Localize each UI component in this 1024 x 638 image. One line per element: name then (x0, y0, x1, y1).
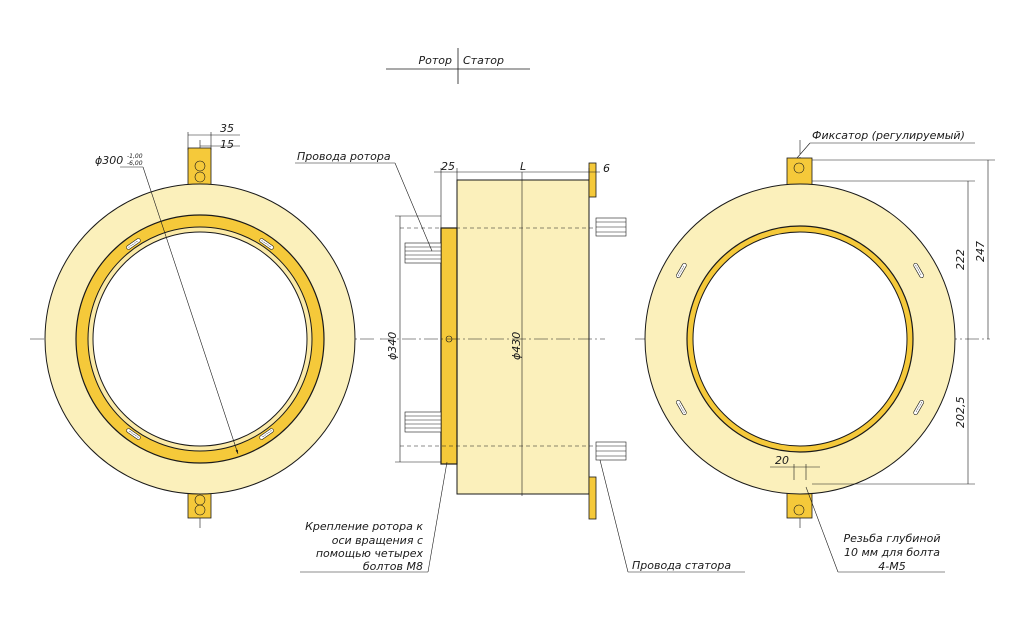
rotor-face-view: 35 15 ϕ300 -1,00 -6,00 (30, 122, 375, 530)
dim-35: 35 (220, 122, 234, 135)
stator-wire-bundle-top (595, 217, 627, 237)
dim-20: 20 (775, 454, 789, 467)
rotor-wire-bundle-bottom (404, 411, 442, 433)
rotor-label: Ротор (419, 54, 453, 67)
rotor-stator-header: Ротор Статор (386, 48, 530, 84)
thread-line-3: 4-M5 (878, 560, 905, 573)
dim-202-5: 202,5 (954, 397, 967, 429)
dia-300-tol-lower: -6,00 (127, 160, 143, 167)
top-fixing-tab (187, 147, 212, 187)
stator-flange-side (588, 162, 597, 198)
stator-face-view: Фиксатор (регулируемый) 222 247 202,5 20… (635, 129, 995, 573)
stator-mounting-slots (676, 263, 924, 415)
stator-wire-bundle-bottom (595, 441, 627, 461)
dim-247: 247 (974, 241, 987, 262)
dim-15: 15 (220, 138, 234, 151)
side-view: 25 L 6 ϕ340 ϕ430 Провода ротора Креплени… (295, 150, 745, 573)
stator-wires-label: Провода статора (632, 559, 731, 572)
rotor-wire-bundle-top (404, 242, 442, 264)
dim-25: 25 (441, 160, 455, 173)
dia-300: ϕ300 (95, 154, 123, 167)
rotor-mount-line-2: оси вращения с (332, 534, 423, 547)
rotor-wires-label: Провода ротора (297, 150, 391, 163)
dia-340: ϕ340 (386, 332, 399, 360)
rotor-mount-line-1: Крепление ротора к (305, 520, 423, 533)
stator-body-side (456, 179, 590, 495)
rotor-mount-line-4: болтов M8 (363, 560, 423, 573)
dim-6: 6 (603, 162, 610, 175)
dia-430: ϕ430 (510, 332, 523, 360)
mounting-slots (126, 238, 274, 440)
thread-line-2: 10 мм для болта (844, 546, 940, 559)
thread-line-1: Резьба глубиной (843, 532, 940, 545)
rotor-mount-line-3: помощью четырех (316, 547, 424, 560)
rotor-flange-side (440, 227, 458, 465)
dia-300-tol-upper: -1,00 (127, 153, 143, 160)
fixator-label: Фиксатор (регулируемый) (812, 129, 965, 142)
stator-label: Статор (463, 54, 504, 67)
dim-222: 222 (954, 249, 967, 270)
dim-L: L (520, 160, 526, 173)
